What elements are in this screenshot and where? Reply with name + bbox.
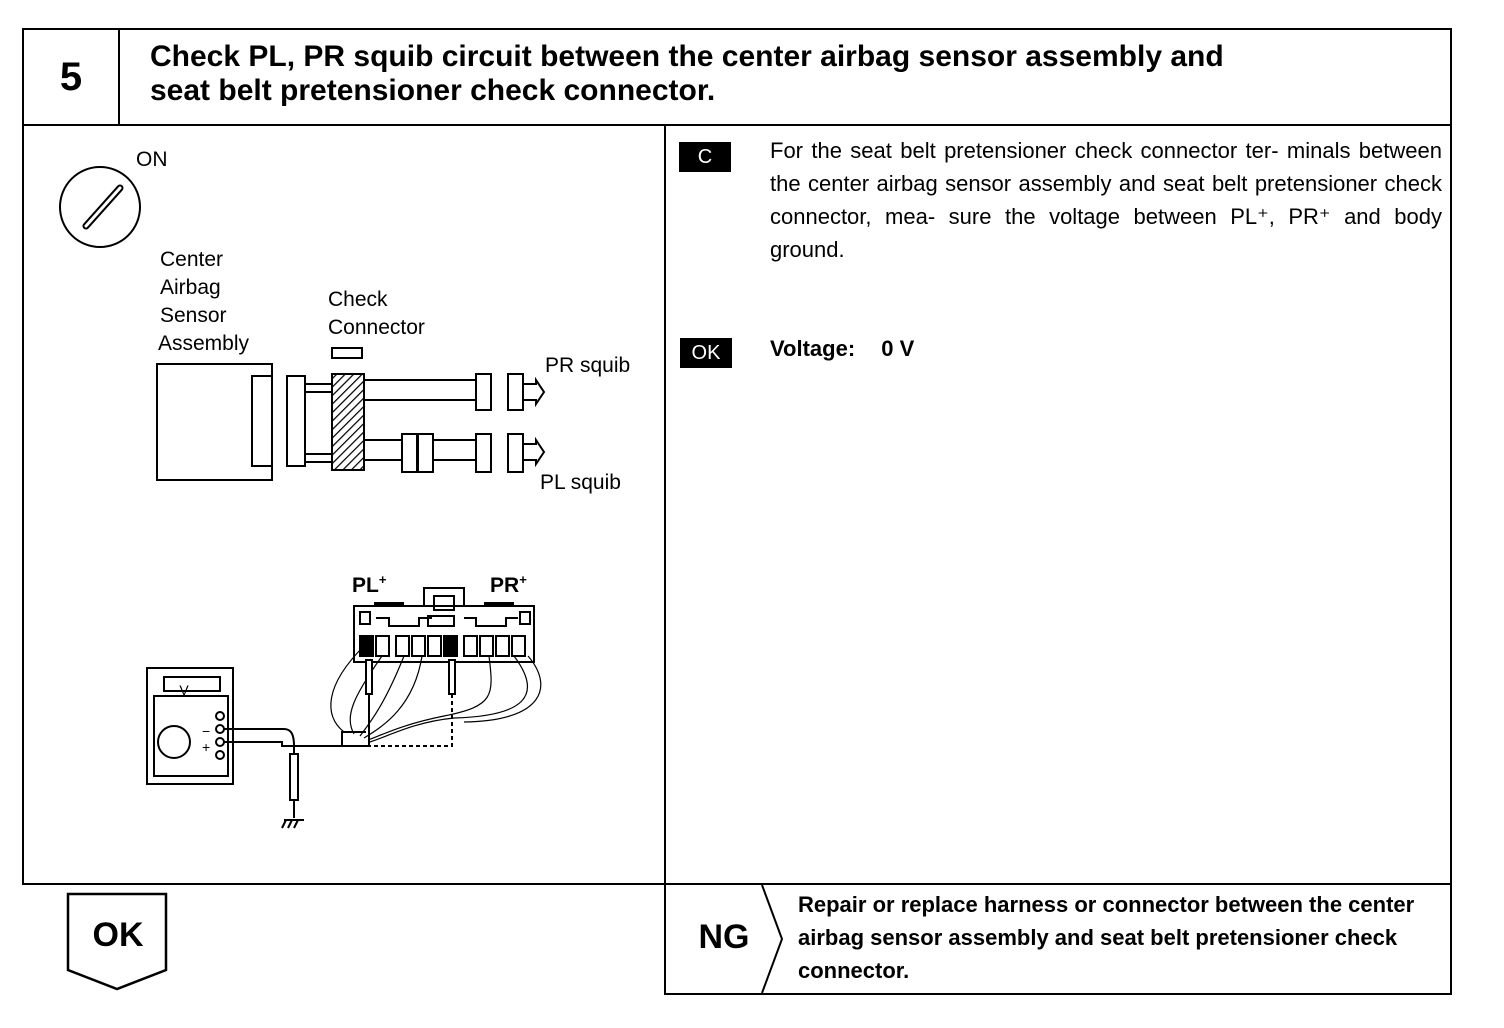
pr-plus-text: PR (490, 574, 520, 597)
sensor-label-line-3: Sensor (160, 304, 227, 327)
step-title-line-2: seat belt pretensioner check connector. (150, 74, 716, 107)
c-badge: C (679, 142, 731, 172)
step-title-line-1: Check PL, PR squib circuit between the c… (150, 40, 1224, 73)
sensor-label-line-2: Airbag (160, 276, 221, 299)
meter-v-label: V (179, 682, 189, 698)
ng-result-box (664, 883, 1452, 995)
ng-result-label: NG (698, 918, 750, 956)
pl-plus-text: PL (352, 574, 379, 597)
check-connector-icon (331, 373, 365, 471)
ng-result-text: Repair or replace harness or connector b… (798, 892, 1415, 983)
step-number-divider (118, 28, 120, 126)
pr-plus-label: PR+ (490, 566, 527, 600)
ok-criteria: Voltage: 0 V (770, 332, 914, 365)
step-number: 5 (59, 54, 83, 99)
center-airbag-sensor-icon (156, 363, 273, 481)
ignition-on-label: ON (136, 148, 168, 171)
pretensioner-connector-face-icon (353, 587, 535, 663)
meter-minus-label: − (202, 723, 210, 739)
sensor-assembly-label: Center Airbag Sensor Assembly (158, 246, 250, 358)
ignition-switch-icon (59, 166, 141, 248)
ok-result-label: OK (92, 916, 144, 954)
check-label-line-1: Check (328, 288, 388, 311)
pr-plus-sup: + (519, 572, 527, 587)
wiring-diagram: V − + (59, 166, 546, 829)
sensor-label-line-4: Assembly (158, 332, 250, 355)
pr-squib-label: PR squib (545, 354, 631, 377)
check-connector-label: Check Connector (328, 286, 425, 342)
step-title: Check PL, PR squib circuit between the c… (150, 40, 1440, 108)
ok-arrow-shape (66, 892, 168, 991)
voltage-label: Voltage: (770, 336, 856, 361)
ok-badge: OK (680, 338, 732, 368)
pl-plus-sup: + (378, 572, 387, 587)
voltage-value: 0 V (881, 336, 915, 361)
check-label-line-2: Connector (328, 316, 425, 339)
voltmeter-icon (146, 667, 234, 785)
pl-squib-label: PL squib (540, 471, 621, 494)
pl-plus-label: PL+ (352, 566, 386, 600)
c-instruction-text: For the seat belt pretensioner check con… (770, 138, 1442, 262)
meter-plus-label: + (202, 739, 210, 755)
sensor-label-line-1: Center (160, 248, 224, 271)
ng-divider-chevron (761, 885, 784, 993)
